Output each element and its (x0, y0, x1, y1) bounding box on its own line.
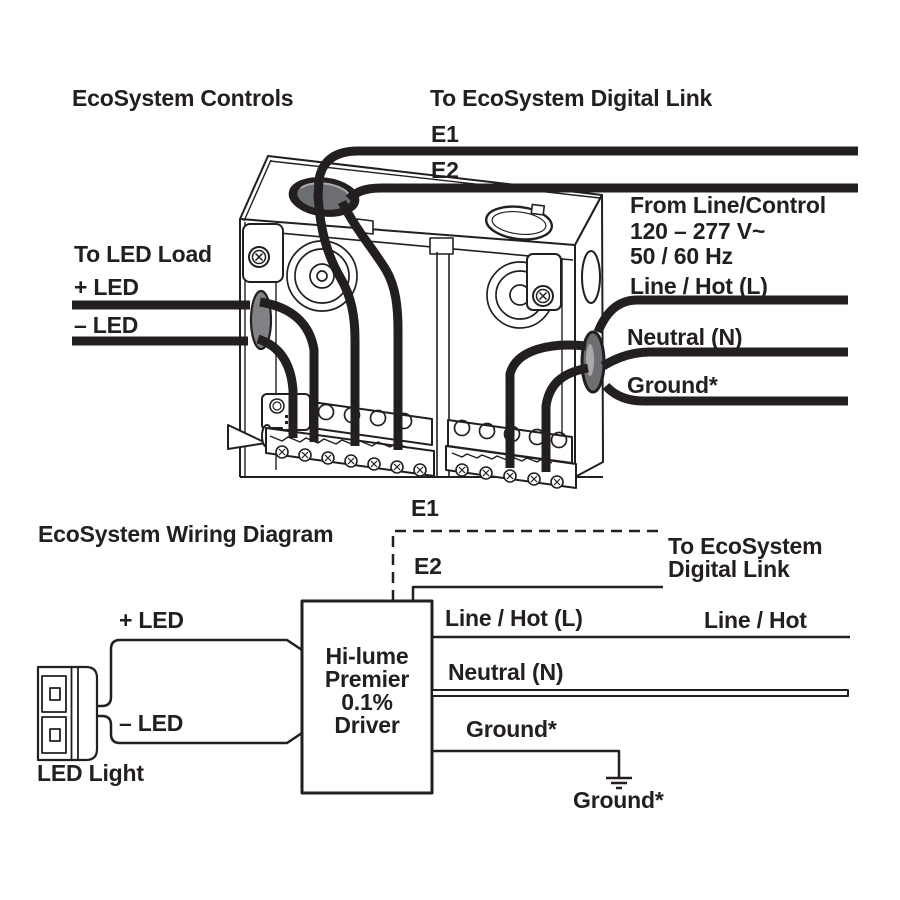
wire-e2 (345, 183, 858, 203)
knockout-ovals (249, 177, 606, 394)
top-right-knockout (484, 203, 554, 241)
schematic-neutral-wire (431, 689, 849, 697)
digital-link-block: To EcoSystem Digital Link (668, 533, 823, 582)
e1-label-top: E1 (431, 121, 459, 147)
schematic-led-plus-wire (97, 638, 303, 708)
wiring-schematic (36, 529, 850, 795)
led-minus-label-bottom: – LED (119, 710, 184, 736)
line-hot-supply-label: Line / Hot (704, 607, 807, 633)
led-light-label: LED Light (37, 760, 144, 786)
schematic-e1-dashed-wire (391, 529, 663, 601)
digital-link-label: To EcoSystem Digital Link (430, 85, 713, 111)
led-minus-label-top: – LED (74, 312, 139, 338)
driver-name-line-4: Driver (334, 712, 400, 738)
neutral-label-top: Neutral (N) (627, 324, 743, 350)
driver-box-label: Hi-lume Premier 0.1% Driver (302, 645, 432, 737)
wire-e2-interior (337, 199, 403, 450)
line-hot-label-top: Line / Hot (L) (630, 273, 768, 299)
wire-ground (602, 382, 848, 406)
e2-label-bottom: E2 (414, 553, 442, 579)
driver-name-line-3: 0.1% (341, 689, 393, 715)
supply-line-2: 120 – 277 V~ (630, 217, 766, 244)
wire-neutral-interior (541, 363, 589, 472)
right-side-knockout (580, 330, 606, 394)
ground-symbol-icon (606, 776, 632, 790)
supply-line-3: 50 / 60 Hz (630, 243, 733, 269)
driver-box (300, 599, 434, 795)
led-plus-label-top: + LED (74, 274, 139, 300)
schematic-led-minus-wire (97, 714, 303, 745)
ground-wire-label: Ground* (466, 716, 557, 742)
supply-line-1: From Line/Control (630, 192, 826, 218)
e2-label-top: E2 (431, 157, 459, 183)
e1-label-bottom: E1 (411, 495, 439, 521)
wire-neutral (600, 347, 848, 370)
right-face-slot (581, 250, 601, 304)
ground-earth-label: Ground* (573, 787, 664, 813)
led-load-label: To LED Load (74, 241, 212, 267)
wire-line-hot (593, 295, 848, 334)
bottom-title: EcoSystem Wiring Diagram (38, 521, 334, 547)
terminal-screws (275, 445, 564, 489)
led-light-connector-icon (36, 665, 99, 762)
wire-line-hot-interior (505, 340, 587, 468)
digital-link-line-2: Digital Link (668, 556, 790, 582)
ground-label-top: Ground* (627, 372, 718, 398)
led-plus-label-bottom: + LED (119, 607, 184, 633)
wire-led-plus-interior (259, 297, 319, 442)
wire-e1-interior (313, 193, 360, 446)
digital-link-line-1: To EcoSystem (668, 533, 823, 559)
wire-e1 (313, 146, 858, 197)
schematic-ground-wire (432, 749, 621, 777)
screw-tabs (242, 223, 562, 311)
wire-led-minus-interior (256, 334, 298, 438)
enclosure-wires (72, 146, 858, 472)
supply-spec-block: From Line/Control 120 – 277 V~ 50 / 60 H… (630, 192, 826, 270)
driver-name-line-2: Premier (324, 666, 410, 692)
driver-name-line-1: Hi-lume (325, 643, 409, 669)
neutral-label-bottom: Neutral (N) (448, 659, 564, 685)
line-hot-driver-label: Line / Hot (L) (445, 605, 583, 631)
schematic-e2-wire (411, 585, 663, 601)
top-title: EcoSystem Controls (72, 85, 294, 111)
driver-enclosure-illustration (72, 146, 858, 489)
